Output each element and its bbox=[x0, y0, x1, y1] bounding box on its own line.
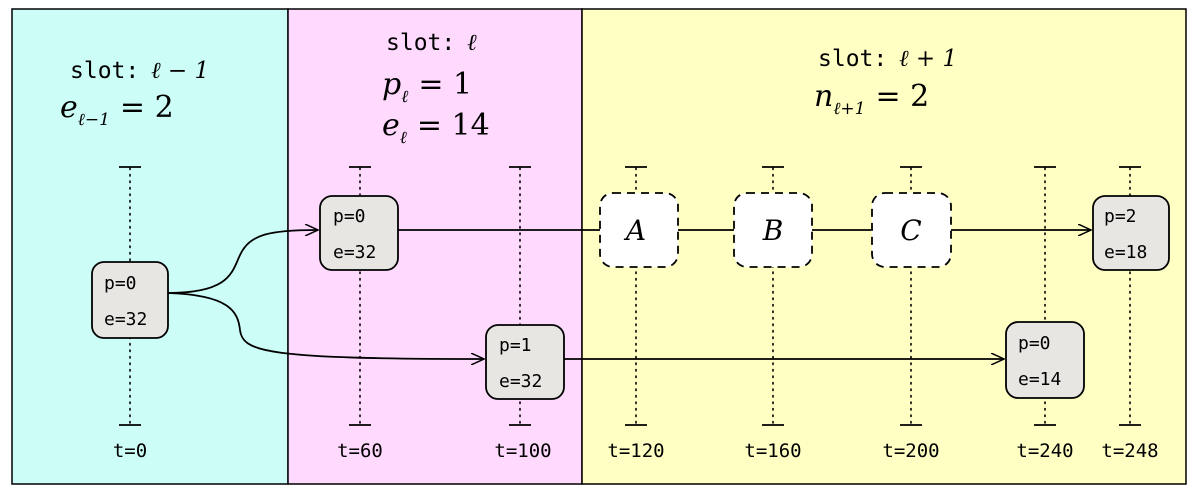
timeline-248: t=248 bbox=[1101, 166, 1159, 462]
placeholder-label: C bbox=[900, 214, 921, 247]
time-label: t=248 bbox=[1101, 440, 1158, 462]
timeline-200: t=200 bbox=[882, 166, 940, 462]
slot-label: slot: bbox=[70, 58, 139, 84]
message-node: p=0 e=14 bbox=[1005, 321, 1085, 399]
svg-text:slot: ℓ: slot: ℓ bbox=[386, 30, 477, 56]
node-e: e=32 bbox=[104, 309, 147, 330]
time-label: t=160 bbox=[744, 440, 801, 462]
time-label: t=60 bbox=[337, 440, 383, 462]
message-node: p=0 e=32 bbox=[91, 261, 169, 339]
node-e: e=18 bbox=[1104, 242, 1147, 263]
slot-label: slot: bbox=[386, 30, 455, 56]
placeholder-label: A bbox=[623, 214, 646, 247]
node-e: e=32 bbox=[333, 242, 376, 263]
placeholder-node-b: B bbox=[733, 192, 813, 268]
message-node: p=0 e=32 bbox=[319, 195, 399, 271]
node-e: e=14 bbox=[1018, 369, 1061, 390]
placeholder-label: B bbox=[762, 214, 784, 247]
placeholder-node-c: C bbox=[871, 192, 952, 268]
time-label: t=100 bbox=[494, 440, 551, 462]
node-p: p=2 bbox=[1104, 206, 1137, 227]
slot-current-header: slot: ℓ pℓ= 1 eℓ= 14 bbox=[382, 30, 490, 148]
time-label: t=120 bbox=[607, 440, 664, 462]
svg-text:pℓ= 1: pℓ= 1 bbox=[382, 67, 472, 107]
svg-text:slot: ℓ − 1: slot: ℓ − 1 bbox=[70, 58, 209, 84]
slot-symbol: ℓ − 1 bbox=[151, 58, 209, 84]
node-p: p=0 bbox=[333, 206, 366, 227]
timeline-0: t=0 bbox=[113, 166, 147, 462]
svg-text:nℓ+1= 2: nℓ+1= 2 bbox=[814, 79, 929, 119]
time-label: t=200 bbox=[882, 440, 939, 462]
node-e: e=32 bbox=[499, 371, 542, 392]
svg-text:eℓ−1= 2: eℓ−1= 2 bbox=[60, 90, 174, 130]
time-label: t=0 bbox=[113, 440, 147, 462]
node-p: p=1 bbox=[499, 335, 532, 356]
slot-symbol: ℓ bbox=[467, 30, 477, 56]
message-node: p=1 e=32 bbox=[485, 324, 565, 400]
timeline-60: t=60 bbox=[337, 166, 383, 462]
timeline-160: t=160 bbox=[744, 166, 802, 462]
slot-symbol: ℓ + 1 bbox=[899, 46, 957, 72]
edge-n0-to-n1 bbox=[167, 230, 318, 294]
time-label: t=240 bbox=[1016, 440, 1073, 462]
slot-prev-region bbox=[11, 8, 289, 485]
node-p: p=0 bbox=[1018, 333, 1051, 354]
slot-next-header: slot: ℓ + 1 nℓ+1= 2 bbox=[814, 46, 957, 119]
placeholder-node-a: A bbox=[599, 192, 679, 268]
edge-n0-to-n2 bbox=[167, 292, 484, 359]
svg-text:slot: ℓ + 1: slot: ℓ + 1 bbox=[818, 46, 957, 72]
timeline-240: t=240 bbox=[1016, 166, 1074, 462]
message-node: p=2 e=18 bbox=[1092, 195, 1170, 271]
node-p: p=0 bbox=[104, 273, 137, 294]
timeline-120: t=120 bbox=[607, 166, 665, 462]
slot-label: slot: bbox=[818, 46, 887, 72]
slot-prev-header: slot: ℓ − 1 eℓ−1= 2 bbox=[60, 58, 209, 130]
svg-text:eℓ= 14: eℓ= 14 bbox=[382, 108, 490, 148]
timeline-100: t=100 bbox=[494, 166, 552, 462]
